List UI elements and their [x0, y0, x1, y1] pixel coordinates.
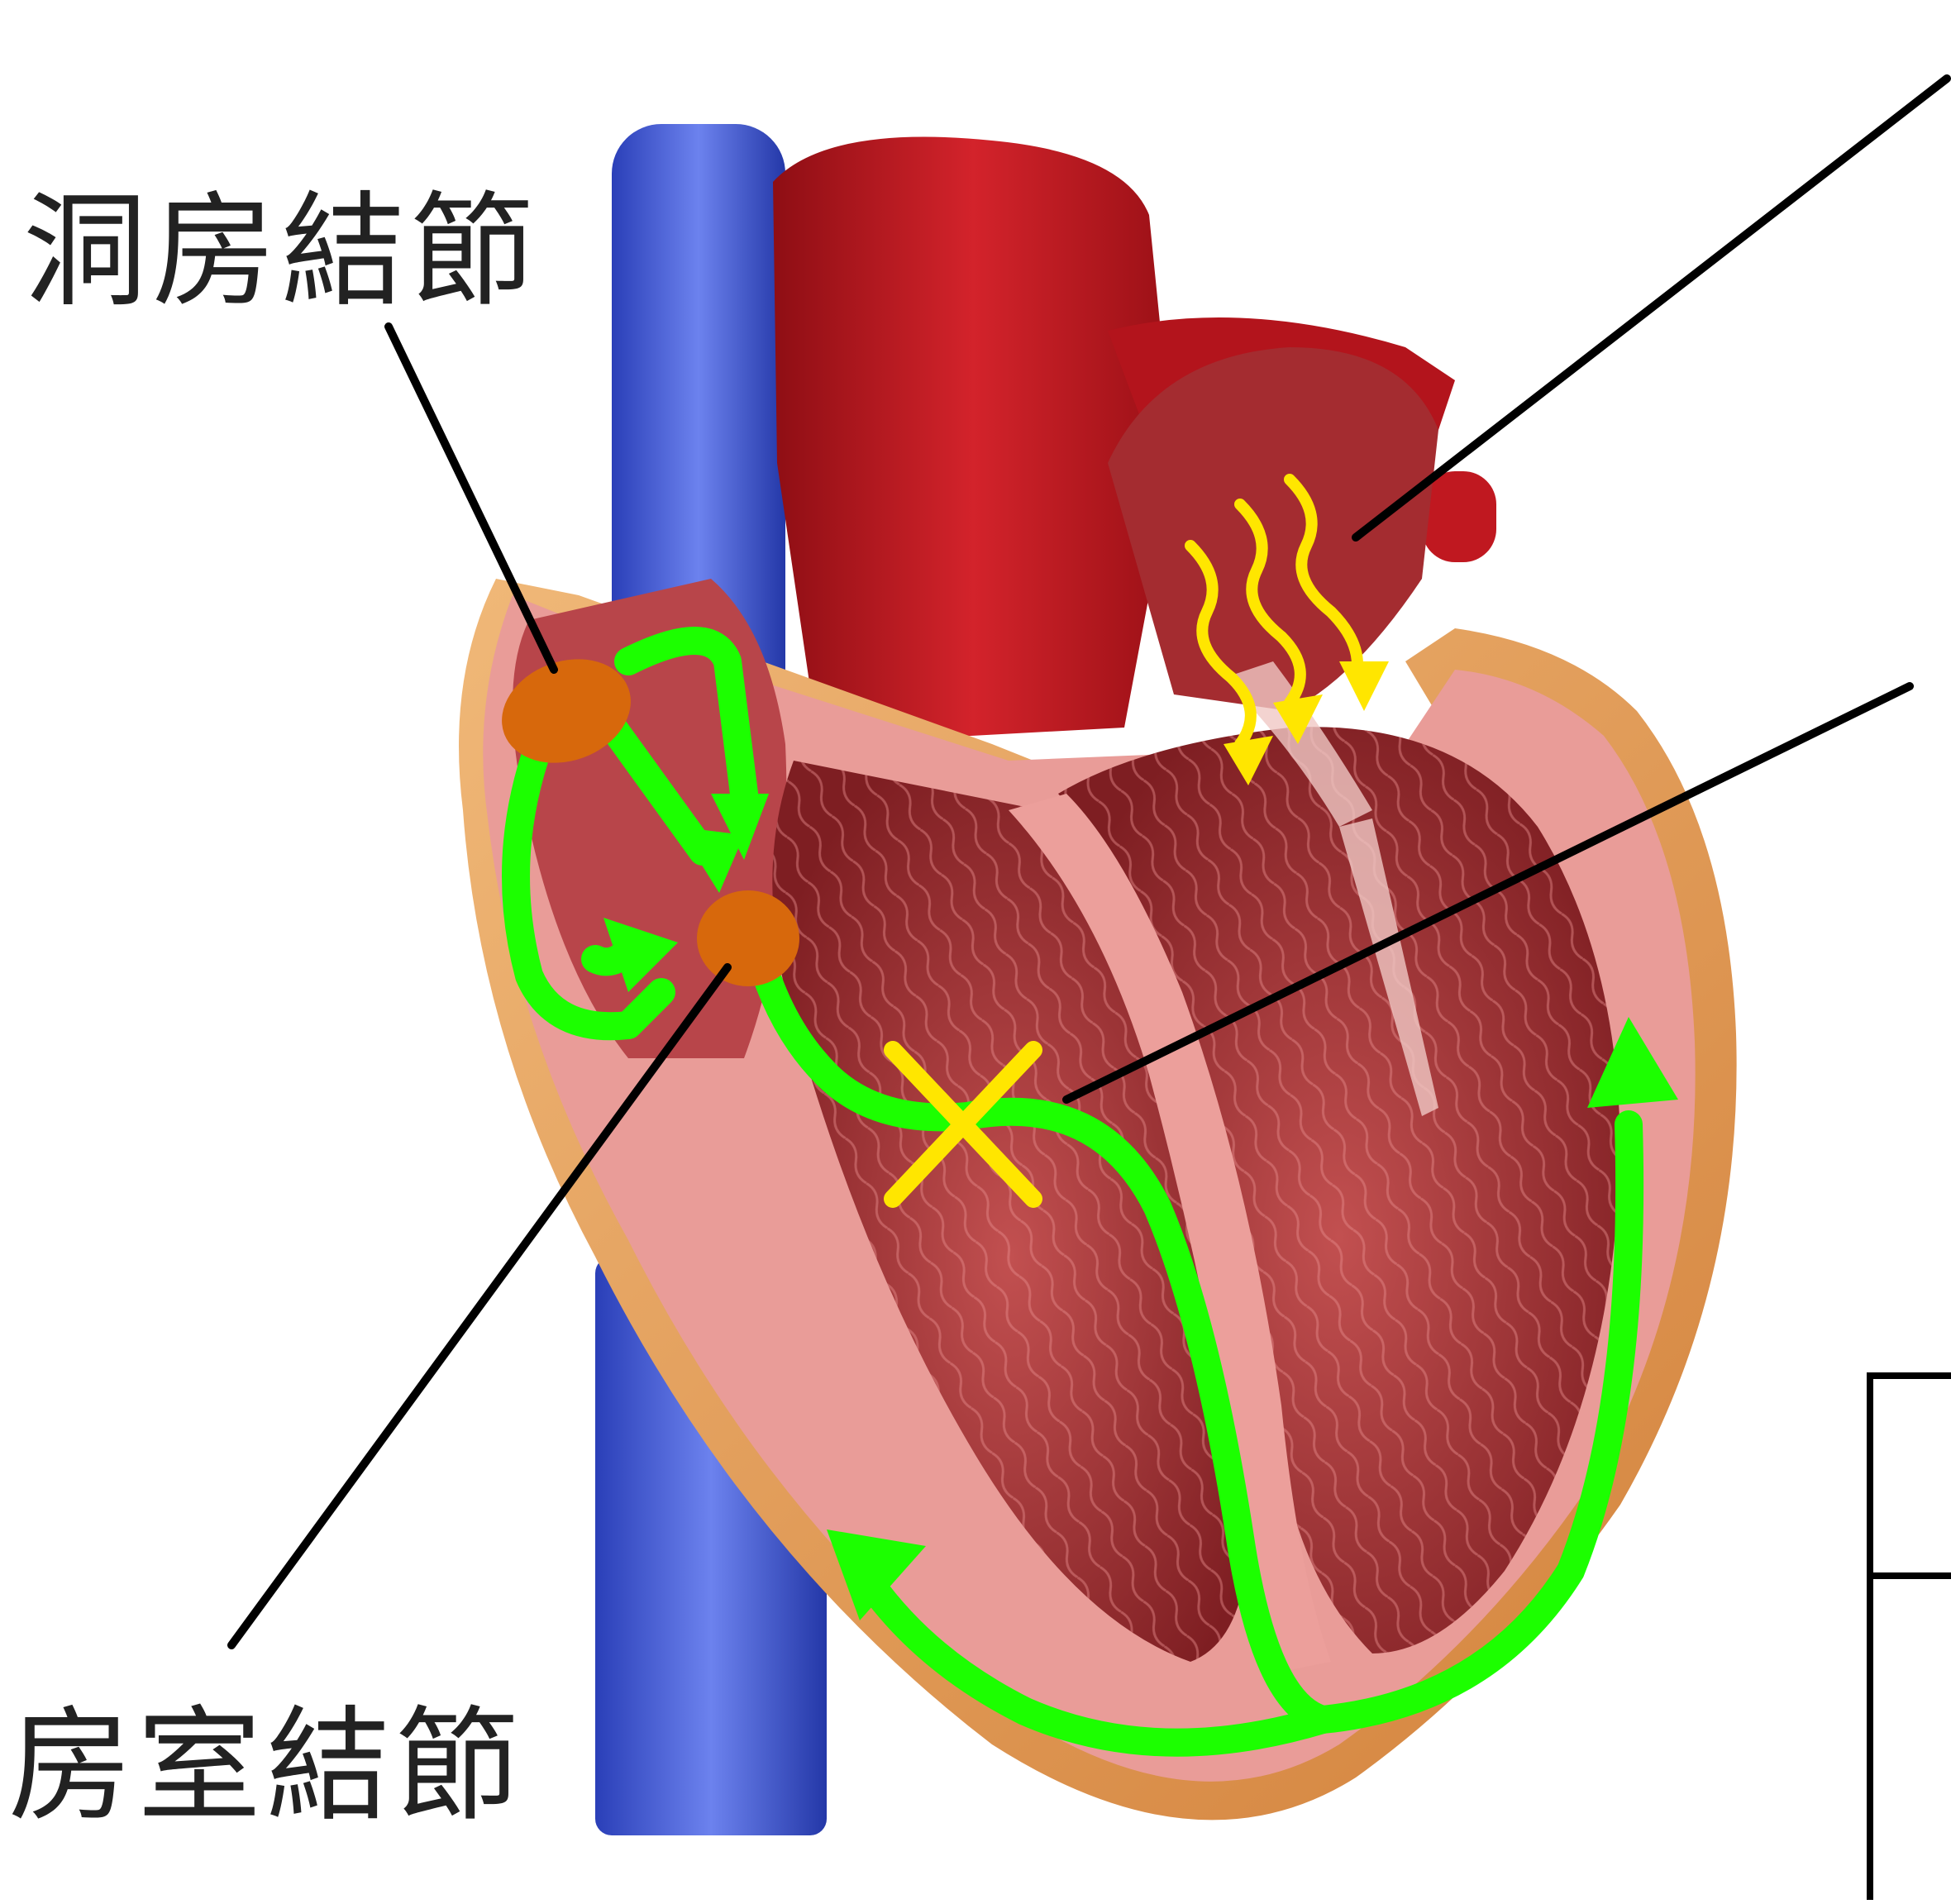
- aorta-leader: [1356, 79, 1947, 537]
- av-node-label: 房室結節: [8, 1705, 524, 1829]
- sa-node-label: 洞房結節: [23, 190, 539, 314]
- cropped-box: [1870, 1376, 1951, 1900]
- av-node-icon: [697, 890, 799, 986]
- sa-node-leader: [389, 327, 554, 670]
- left-atrium: [1108, 347, 1438, 711]
